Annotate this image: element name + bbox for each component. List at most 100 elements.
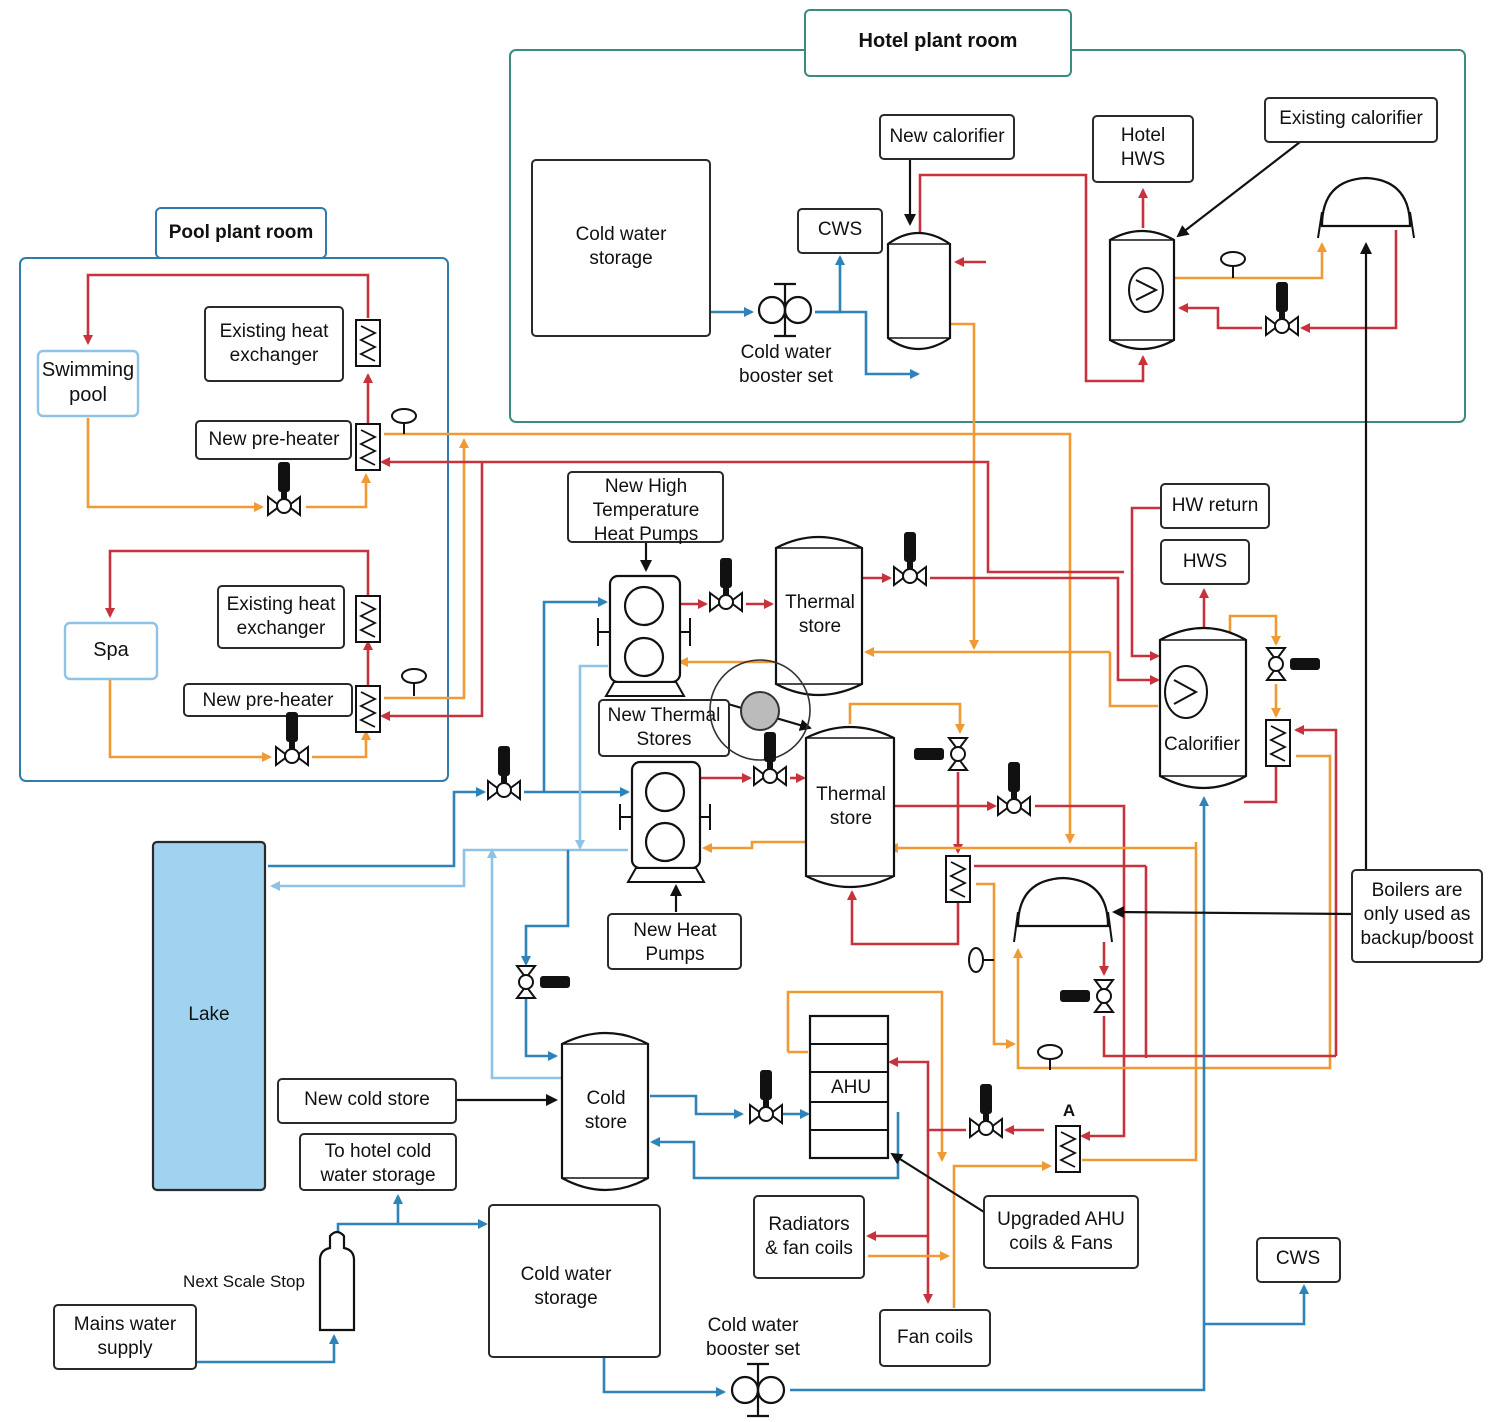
lower-booster-set: Cold water booster set <box>706 1315 801 1418</box>
svg-text:exchanger: exchanger <box>230 345 319 366</box>
svg-text:booster set: booster set <box>706 1339 801 1360</box>
svg-text:coils & Fans: coils & Fans <box>1009 1233 1112 1254</box>
hw-return-label: HW return <box>1160 483 1270 529</box>
svg-text:Next Scale Stop: Next Scale Stop <box>183 1272 305 1291</box>
mains-water-supply-label: Mains water supply <box>53 1304 197 1370</box>
fan-coils-label: Fan coils <box>879 1309 991 1367</box>
svg-text:Spa: Spa <box>93 639 129 661</box>
svg-text:booster set: booster set <box>739 366 834 387</box>
hp-lower-pump-icon <box>753 732 787 787</box>
lower-cws-box: CWS <box>1256 1237 1341 1283</box>
pool-pump-2-icon <box>275 712 309 767</box>
calorifier-hx-icon <box>1265 719 1291 767</box>
svg-text:HW return: HW return <box>1172 495 1259 516</box>
pool-pump-1-icon <box>267 462 301 517</box>
existing-calorifier-label: Existing calorifier <box>1264 97 1438 143</box>
hotel-cold-water-storage: Cold water storage <box>531 159 711 337</box>
heat-exchangers <box>355 319 1291 1173</box>
svg-text:Existing heat: Existing heat <box>220 321 330 342</box>
svg-text:Hotel: Hotel <box>1121 125 1165 146</box>
pool-existing-hx-1-icon <box>355 319 381 367</box>
svg-text:Thermal: Thermal <box>785 592 855 613</box>
svg-text:Mains water: Mains water <box>74 1314 177 1335</box>
svg-text:supply: supply <box>98 1338 153 1359</box>
boiler-lower <box>1013 876 1113 943</box>
svg-text:New Heat: New Heat <box>633 920 717 941</box>
pool-plant-room-title: Pool plant room <box>169 222 314 243</box>
hotel-plant-room-title-box <box>804 9 1072 77</box>
svg-text:New pre-heater: New pre-heater <box>209 429 341 450</box>
centre-hx-icon <box>945 855 971 903</box>
store-2-pump-icon <box>997 762 1031 817</box>
pool-plant-room-title-box <box>155 207 327 259</box>
new-calorifier-tank <box>886 232 952 350</box>
hotel-pump-icon <box>1265 282 1299 337</box>
lower-cold-water-storage: Cold water storage <box>488 1204 661 1358</box>
svg-text:backup/boost: backup/boost <box>1360 928 1474 949</box>
store-1-pump-icon <box>893 532 927 587</box>
svg-text:only used as: only used as <box>1364 904 1471 925</box>
svg-text:store: store <box>585 1112 627 1133</box>
svg-text:Lake: Lake <box>188 1004 229 1025</box>
svg-text:Stores: Stores <box>637 729 692 750</box>
ahu: AHU <box>808 1014 890 1160</box>
svg-text:Cold water: Cold water <box>576 224 667 245</box>
svg-text:AHU: AHU <box>831 1077 871 1098</box>
hotel-plant-room-title: Hotel plant room <box>859 30 1018 52</box>
svg-text:New calorifier: New calorifier <box>889 126 1005 147</box>
lake-pump-icon <box>487 746 521 801</box>
svg-text:Heat Pumps: Heat Pumps <box>594 524 699 545</box>
svg-text:Thermal: Thermal <box>816 784 886 805</box>
svg-text:Cold water: Cold water <box>741 342 832 363</box>
svg-text:Swimming: Swimming <box>42 359 134 381</box>
new-calorifier-label: New calorifier <box>879 114 1015 160</box>
hws-label: HWS <box>1160 539 1250 585</box>
hotel-booster-set: Cold water booster set <box>739 282 834 387</box>
svg-text:Pumps: Pumps <box>645 944 704 965</box>
pool-gauges <box>391 408 427 696</box>
store-2-side-pump-icon <box>914 737 969 771</box>
svg-text:exchanger: exchanger <box>237 618 326 639</box>
heat-pump-lower <box>619 760 711 883</box>
svg-text:& fan coils: & fan coils <box>765 1238 853 1259</box>
upgraded-ahu-label: Upgraded AHU coils & Fans <box>983 1195 1139 1269</box>
svg-text:HWS: HWS <box>1121 149 1165 170</box>
pool-existing-hx-2-icon <box>355 595 381 643</box>
source-pump-icon <box>515 965 570 999</box>
svg-text:Calorifier: Calorifier <box>1164 734 1241 755</box>
svg-text:Existing heat: Existing heat <box>227 594 337 615</box>
svg-text:storage: storage <box>589 248 652 269</box>
calorifier-pump-icon <box>1265 647 1320 681</box>
ahu-hx-a-icon <box>1055 1125 1081 1173</box>
svg-text:New Thermal: New Thermal <box>608 705 721 726</box>
new-cold-store-label: New cold store <box>277 1078 457 1124</box>
svg-text:Fan coils: Fan coils <box>897 1327 973 1348</box>
calorifier-tank: Calorifier <box>1158 626 1248 790</box>
pool-new-pre-heater-2-icon <box>355 685 381 733</box>
svg-text:water storage: water storage <box>319 1165 435 1186</box>
hotel-gauge <box>1220 251 1246 278</box>
hotel-hws-label: Hotel HWS <box>1092 115 1194 183</box>
centre-gauges <box>968 947 1063 1070</box>
existing-heat-exchanger-2-label: Existing heat exchanger <box>217 585 345 649</box>
boilers-note: Boilers are only used as backup/boost <box>1351 869 1483 963</box>
ahu-pump-icon <box>969 1084 1003 1139</box>
svg-text:Cold: Cold <box>586 1088 625 1109</box>
svg-text:store: store <box>830 808 872 829</box>
cold-store-tank: Cold store <box>560 1031 650 1192</box>
svg-text:store: store <box>799 616 841 637</box>
to-hotel-cold-water-storage-label: To hotel cold water storage <box>299 1133 457 1191</box>
hp-upper-pump-icon <box>709 558 743 613</box>
hotel-boiler <box>1317 176 1415 239</box>
svg-text:Upgraded AHU: Upgraded AHU <box>997 1209 1125 1230</box>
new-pre-heater-2-label: New pre-heater <box>183 683 353 717</box>
svg-text:CWS: CWS <box>818 219 862 240</box>
svg-text:Cold water: Cold water <box>708 1315 799 1336</box>
next-scale-stop-unit: Next Scale Stop <box>183 1230 356 1332</box>
hotel-cws-box: CWS <box>797 208 883 254</box>
radiators-label: Radiators & fan coils <box>753 1195 865 1279</box>
new-heat-pumps-label: New Heat Pumps <box>607 913 742 970</box>
magnifier-hx <box>709 659 811 761</box>
swimming-pool: Swimming pool <box>36 349 140 418</box>
